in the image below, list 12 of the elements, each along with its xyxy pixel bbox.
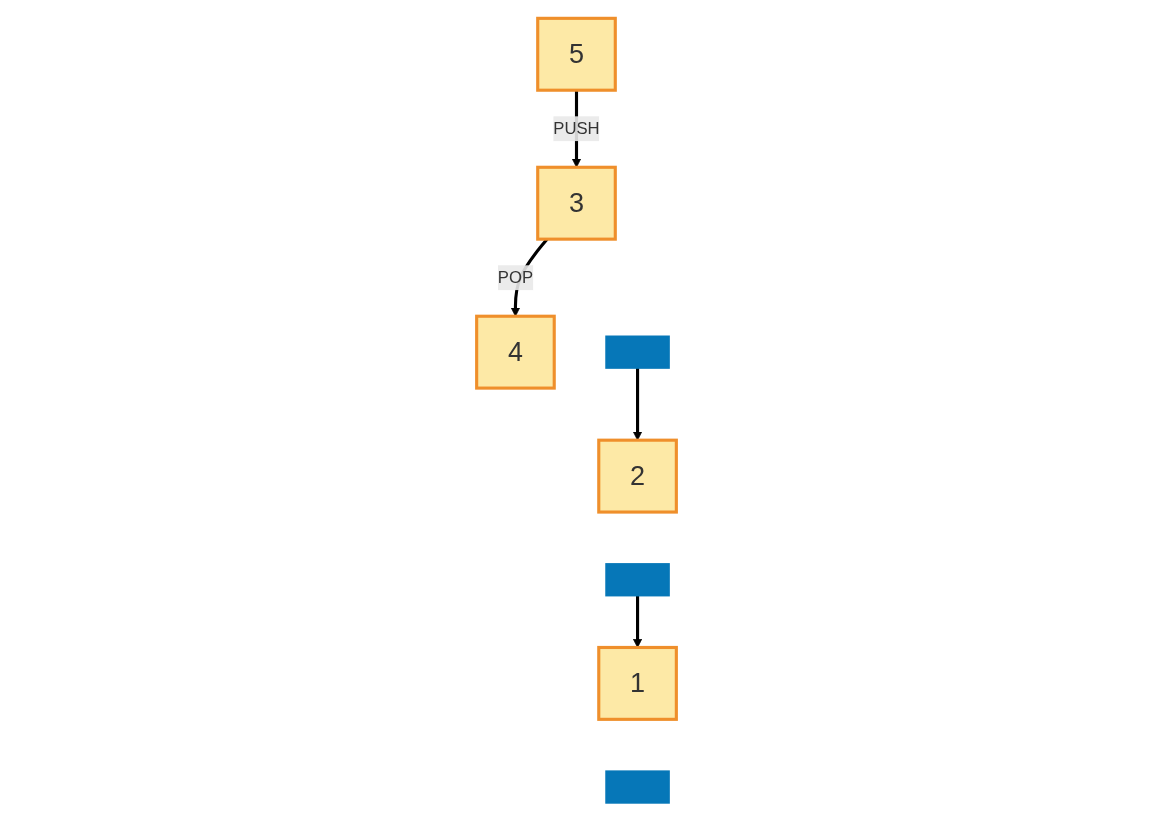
- node-box: 4: [475, 314, 556, 390]
- node-bar: [605, 335, 670, 369]
- edge-label: PUSH: [553, 119, 600, 138]
- arrow: [632, 595, 643, 648]
- node-box: 5: [536, 16, 617, 92]
- node-bar: [605, 563, 670, 597]
- node-bar: [605, 770, 670, 804]
- arrow: [632, 367, 643, 441]
- node-box: 1: [597, 645, 678, 721]
- node-box: 3: [536, 165, 617, 241]
- node-box: 2: [597, 438, 678, 514]
- edge-label: POP: [497, 268, 534, 287]
